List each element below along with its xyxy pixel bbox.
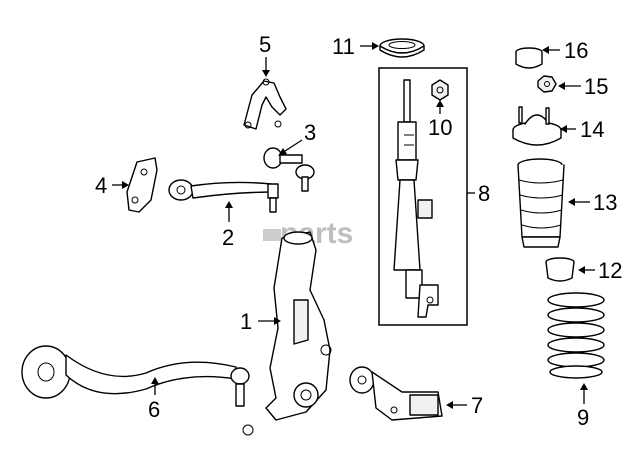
callout-12: 12 <box>598 258 622 283</box>
callout-16: 16 <box>564 38 588 63</box>
part-6-lower-arm[interactable] <box>21 345 250 407</box>
part-13-dust-boot[interactable] <box>517 158 565 248</box>
callout-5: 5 <box>259 32 271 57</box>
callout-3: 3 <box>304 120 316 145</box>
callout-15: 15 <box>584 74 608 99</box>
callout-8: 8 <box>478 181 490 206</box>
callout-6: 6 <box>148 397 160 422</box>
part-9-coil-spring[interactable] <box>547 292 605 379</box>
callout-7: 7 <box>471 393 483 418</box>
part-11-mount-pad[interactable] <box>379 38 425 58</box>
callout-10: 10 <box>428 115 452 140</box>
part-12-bump-stop[interactable] <box>545 257 575 282</box>
shock-absorber-group-frame <box>378 67 468 326</box>
callout-14: 14 <box>580 117 604 142</box>
part-14-upper-mount[interactable] <box>512 106 562 146</box>
part-3-link[interactable] <box>263 147 315 192</box>
callout-11: 11 <box>332 34 355 59</box>
callout-4: 4 <box>95 173 107 198</box>
leader-lines <box>112 42 595 409</box>
part-4-bracket[interactable] <box>126 157 158 213</box>
part-16-cap[interactable] <box>515 47 543 69</box>
part-7-lower-link[interactable] <box>349 366 443 421</box>
callout-13: 13 <box>593 190 617 215</box>
callout-2: 2 <box>222 225 234 250</box>
part-2-upper-arm[interactable] <box>168 179 279 213</box>
part-5-upper-bracket[interactable] <box>243 78 287 130</box>
part-10-nut[interactable] <box>431 79 449 101</box>
callout-9: 9 <box>577 405 589 430</box>
part-8-shock-absorber[interactable] <box>393 79 439 318</box>
part-15-nut[interactable] <box>537 75 557 93</box>
callout-labels: 1 2 3 4 5 6 7 8 9 10 11 12 13 14 15 16 <box>95 32 622 430</box>
part-1-knuckle[interactable] <box>242 231 332 436</box>
callout-1: 1 <box>240 309 252 334</box>
